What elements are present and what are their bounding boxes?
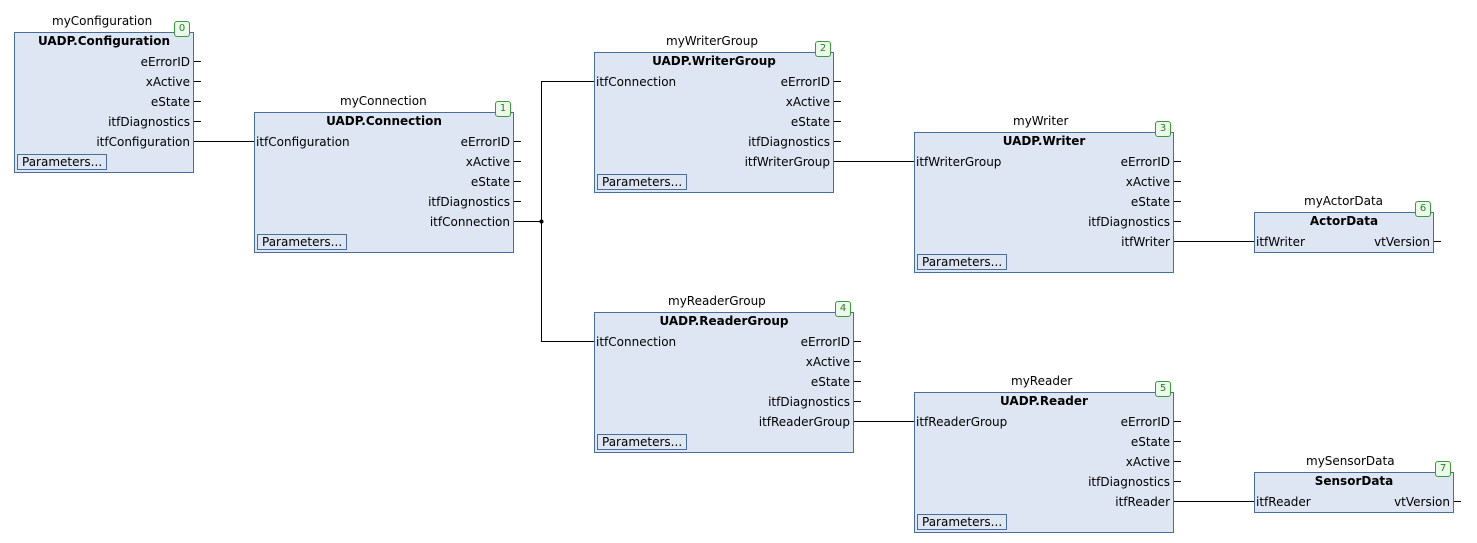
- block-2-instance-name: myWriterGroup: [666, 34, 758, 48]
- block-2-output-1[interactable]: xActive: [785, 95, 830, 109]
- block-writer[interactable]: UADP.Writer 3 itfWriterGroup eErrorID xA…: [914, 121, 1174, 273]
- block-4-output-4[interactable]: itfReaderGroup: [758, 415, 850, 429]
- block-6-type: ActorData: [1309, 214, 1379, 228]
- block-1-output-4[interactable]: itfConnection: [429, 215, 510, 229]
- block-sensor-data[interactable]: SensorData 7 itfReader vtVersion: [1254, 461, 1454, 513]
- block-2-output-3[interactable]: itfDiagnostics: [748, 135, 830, 149]
- block-2-type: UADP.WriterGroup: [652, 54, 776, 68]
- block-6-output-0[interactable]: vtVersion: [1374, 235, 1430, 249]
- block-4-parameters-button[interactable]: Parameters...: [597, 434, 688, 450]
- block-3-type: UADP.Writer: [1002, 134, 1086, 148]
- block-6-input-0[interactable]: itfWriter: [1256, 235, 1305, 249]
- block-configuration[interactable]: UADP.Configuration 0 eErrorID xActive eS…: [14, 21, 194, 173]
- block-connection[interactable]: UADP.Connection 1 itfConfiguration eErro…: [254, 101, 514, 253]
- block-5-type: UADP.Reader: [1000, 394, 1088, 408]
- block-reader[interactable]: UADP.Reader 5 itfReaderGroup eErrorID eS…: [914, 381, 1174, 533]
- block-actor-data[interactable]: ActorData 6 itfWriter vtVersion: [1254, 201, 1434, 253]
- block-7-input-0[interactable]: itfReader: [1256, 495, 1311, 509]
- block-4-instance-name: myReaderGroup: [668, 294, 766, 308]
- block-5-instance-name: myReader: [1011, 374, 1073, 388]
- block-3-input-0[interactable]: itfWriterGroup: [916, 155, 1002, 169]
- block-reader-group[interactable]: UADP.ReaderGroup 4 itfConnection eErrorI…: [594, 301, 854, 453]
- block-0-type: UADP.Configuration: [37, 34, 171, 48]
- block-4-type: UADP.ReaderGroup: [659, 314, 789, 328]
- block-6-number-badge: 6: [1415, 201, 1431, 217]
- block-1-input-0[interactable]: itfConfiguration: [256, 135, 350, 149]
- block-7-type: SensorData: [1314, 474, 1394, 488]
- block-5-output-3[interactable]: itfDiagnostics: [1088, 475, 1170, 489]
- block-1-number-badge: 1: [495, 101, 511, 117]
- block-5-parameters-button[interactable]: Parameters...: [917, 514, 1008, 530]
- block-6-instance-name: myActorData: [1304, 194, 1384, 208]
- block-1-type: UADP.Connection: [326, 114, 442, 128]
- block-5-output-0[interactable]: eErrorID: [1120, 415, 1170, 429]
- block-4-output-0[interactable]: eErrorID: [800, 335, 850, 349]
- wire-connection-to-readergroup[interactable]: [541, 221, 597, 342]
- block-2-output-4[interactable]: itfWriterGroup: [744, 155, 830, 169]
- block-7-instance-name: mySensorData: [1306, 454, 1395, 468]
- block-0-instance-name: myConfiguration: [52, 14, 153, 28]
- block-1-output-1[interactable]: xActive: [465, 155, 510, 169]
- block-2-input-0[interactable]: itfConnection: [596, 75, 677, 89]
- block-0-output-1[interactable]: xActive: [145, 75, 190, 89]
- block-1-output-0[interactable]: eErrorID: [460, 135, 510, 149]
- block-1-parameters-button[interactable]: Parameters...: [257, 234, 348, 250]
- block-3-output-3[interactable]: itfDiagnostics: [1088, 215, 1170, 229]
- block-2-parameters-button[interactable]: Parameters...: [597, 174, 688, 190]
- block-1-output-2[interactable]: eState: [470, 175, 510, 189]
- block-5-number-badge: 5: [1155, 381, 1171, 397]
- block-0-output-4[interactable]: itfConfiguration: [96, 135, 190, 149]
- block-0-number-badge: 0: [174, 21, 190, 37]
- block-3-output-0[interactable]: eErrorID: [1120, 155, 1170, 169]
- block-1-instance-name: myConnection: [340, 94, 427, 108]
- block-5-output-1[interactable]: eState: [1130, 435, 1170, 449]
- block-2-number-badge: 2: [815, 41, 831, 57]
- block-4-output-3[interactable]: itfDiagnostics: [768, 395, 850, 409]
- block-4-output-1[interactable]: xActive: [805, 355, 850, 369]
- block-2-output-0[interactable]: eErrorID: [780, 75, 830, 89]
- block-5-input-0[interactable]: itfReaderGroup: [916, 415, 1008, 429]
- block-5-output-2[interactable]: xActive: [1125, 455, 1170, 469]
- block-2-output-2[interactable]: eState: [790, 115, 830, 129]
- wire-junction-dot: [539, 219, 544, 224]
- block-0-output-2[interactable]: eState: [150, 95, 190, 109]
- block-7-number-badge: 7: [1435, 461, 1451, 477]
- block-writer-group[interactable]: UADP.WriterGroup 2 itfConnection eErrorI…: [594, 41, 834, 193]
- block-0-parameters-button[interactable]: Parameters...: [17, 154, 108, 170]
- block-7-output-0[interactable]: vtVersion: [1394, 495, 1450, 509]
- block-4-number-badge: 4: [835, 301, 851, 317]
- block-3-output-2[interactable]: eState: [1130, 195, 1170, 209]
- block-3-instance-name: myWriter: [1013, 114, 1069, 128]
- block-4-output-2[interactable]: eState: [810, 375, 850, 389]
- wire-connection-to-writergroup[interactable]: [521, 81, 596, 222]
- block-1-output-3[interactable]: itfDiagnostics: [428, 195, 510, 209]
- block-3-parameters-button[interactable]: Parameters...: [917, 254, 1008, 270]
- block-3-output-4[interactable]: itfWriter: [1121, 235, 1170, 249]
- block-3-number-badge: 3: [1155, 121, 1171, 137]
- block-3-output-1[interactable]: xActive: [1125, 175, 1170, 189]
- block-0-output-0[interactable]: eErrorID: [140, 55, 190, 69]
- block-4-input-0[interactable]: itfConnection: [596, 335, 677, 349]
- block-5-output-4[interactable]: itfReader: [1115, 495, 1170, 509]
- block-0-output-3[interactable]: itfDiagnostics: [108, 115, 190, 129]
